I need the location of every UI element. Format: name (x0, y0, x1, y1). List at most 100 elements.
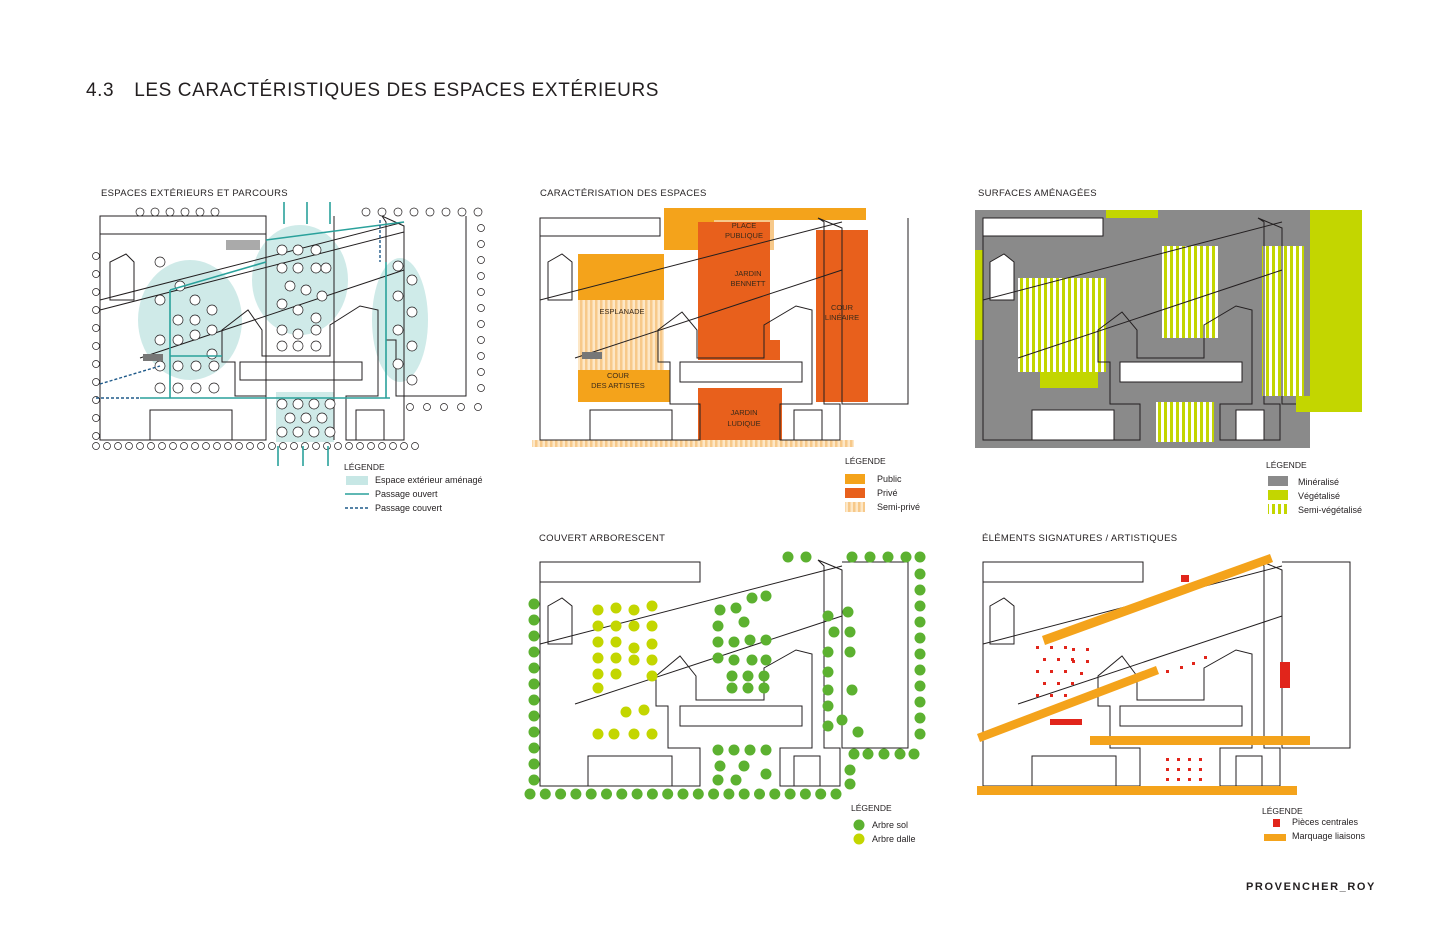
legend-title-p2: LÉGENDE (845, 456, 886, 466)
arbre-sol (914, 616, 926, 628)
arbre-dalle (646, 654, 658, 666)
street-tree-symbol (400, 442, 408, 450)
street-tree-symbol (334, 442, 342, 450)
legend-arbre-sol: Arbre sol (872, 820, 909, 830)
label-esplanade: ESPLANADE (599, 307, 644, 316)
legend-pieces-centrales: Pièces centrales (1292, 817, 1359, 827)
site-tree-symbol (172, 382, 184, 394)
piece-centrale-dot (1199, 758, 1202, 761)
piece-centrale-dot (1199, 768, 1202, 771)
arbre-dalle (646, 670, 658, 682)
piece-centrale-dot (1057, 658, 1060, 661)
piece-centrale-dot (1177, 778, 1180, 781)
site-tree-symbol (172, 360, 184, 372)
site-tree-symbol (406, 306, 418, 318)
site-tree-symbol (190, 382, 202, 394)
site-tree-symbol (392, 358, 404, 370)
site-tree-symbol (320, 262, 332, 274)
street-tree-symbol (235, 442, 243, 450)
legend-swatch-pieces-centrales (1273, 819, 1280, 827)
arbre-sol (822, 720, 834, 732)
arbre-dalle (592, 668, 604, 680)
legend-swatch-mineralise (1268, 476, 1288, 486)
arbre-sol (846, 551, 858, 563)
arbre-dalle (628, 620, 640, 632)
piece-centrale-dot (1080, 672, 1083, 675)
arbre-sol (524, 788, 536, 800)
street-tree-symbol (125, 442, 133, 450)
arbre-sol (528, 646, 540, 658)
arbre-sol (712, 620, 724, 632)
panel-title-caracterisation: CARACTÉRISATION DES ESPACES (540, 188, 707, 199)
arbre-sol (864, 551, 876, 563)
site-tree-symbol (310, 262, 322, 274)
label-cour-artistes-2: DES ARTISTES (591, 381, 645, 390)
legend-swatch-semi-vegetalise (1268, 504, 1288, 514)
site-tree-symbol (292, 340, 304, 352)
street-tree-symbol (323, 442, 331, 450)
site-tree-symbol (292, 426, 304, 438)
piece-centrale-dot (1050, 694, 1053, 697)
arbre-sol (852, 726, 864, 738)
piece-centrale-dot (1177, 768, 1180, 771)
site-tree-symbol (189, 294, 201, 306)
legend-semi-vegetalise: Semi-végétalisé (1298, 505, 1363, 515)
site-tree-symbol (324, 398, 336, 410)
site-tree-symbol (324, 426, 336, 438)
piece-centrale-dot (1064, 646, 1067, 649)
street-tree-symbol (268, 442, 276, 450)
section-number: 4.3 (86, 80, 115, 101)
arbre-sol (862, 748, 874, 760)
piece-centrale-dot (1043, 682, 1046, 685)
street-tree-symbol (195, 207, 205, 217)
label-cour-artistes-1: COUR (607, 371, 630, 380)
arbre-sol (842, 606, 854, 618)
legend-semi-prive: Semi-privé (877, 502, 921, 512)
street-tree-symbol (345, 442, 353, 450)
piece-centrale-dot (1199, 778, 1202, 781)
street-tree-symbol (202, 442, 210, 450)
street-tree-symbol (378, 442, 386, 450)
site-tree-symbol (284, 412, 296, 424)
arbre-sol (815, 788, 827, 800)
arbre-sol (844, 764, 856, 776)
piece-centrale-dot (1071, 658, 1074, 661)
arbre-sol (800, 551, 812, 563)
legend-symbols-p5 (1264, 819, 1286, 841)
arbre-dalle (592, 636, 604, 648)
street-tree-symbol (224, 442, 232, 450)
arbre-sol (784, 788, 796, 800)
site-tree-symbol (208, 382, 220, 394)
arbre-dalle (628, 728, 640, 740)
arbre-sol (758, 682, 770, 694)
street-tree-symbol (257, 442, 265, 450)
legend-swatch-vegetalise (1268, 490, 1288, 500)
street-tree-symbol (92, 360, 100, 368)
site-tree-symbol (276, 244, 288, 256)
label-cour-lineaire-2: LINÉAIRE (825, 313, 859, 322)
street-tree-symbol (389, 442, 397, 450)
building-outlines-p2 (539, 217, 909, 441)
zones-caracterisation (532, 208, 868, 447)
piece-centrale-dot (1188, 768, 1191, 771)
legend-swatch-prive (845, 488, 865, 498)
arbre-sol (900, 551, 912, 563)
legend-swatch-semi-prive (845, 502, 865, 512)
arbre-sol (894, 748, 906, 760)
piece-centrale-dot (1064, 670, 1067, 673)
arbre-sol (746, 654, 758, 666)
arbre-dalle (610, 652, 622, 664)
zone-labels: PLACE PUBLIQUE JARDIN BENNETT ESPLANADE … (591, 221, 859, 428)
legend-title-p1: LÉGENDE (344, 462, 385, 472)
site-tree-symbol (310, 312, 322, 324)
street-tree-symbol (114, 442, 122, 450)
site-tree-symbol (406, 274, 418, 286)
street-tree-symbol (377, 207, 387, 217)
street-tree-symbol (477, 288, 485, 296)
street-tree-symbol (411, 442, 419, 450)
street-tree-symbol (150, 207, 160, 217)
piece-centrale-dot (1071, 682, 1074, 685)
arbre-sol (738, 760, 750, 772)
street-tree-symbol (92, 306, 100, 314)
street-tree-symbol (477, 384, 485, 392)
